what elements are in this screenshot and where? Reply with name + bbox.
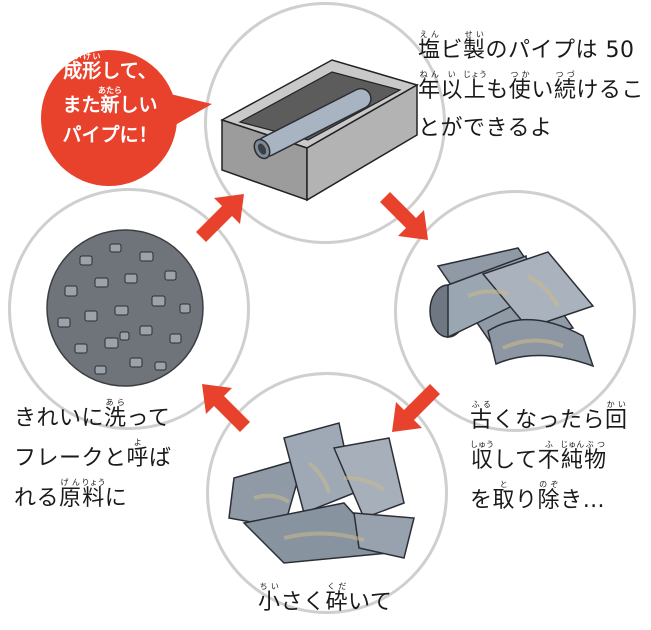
text-run: い <box>531 78 554 103</box>
text-run: り <box>515 488 538 513</box>
text-run: さく <box>280 590 326 615</box>
ruby-word: 収しゅう <box>470 440 494 474</box>
furigana: げん <box>59 478 82 487</box>
furigana: けい <box>82 52 102 61</box>
step-line: きれいに洗あらって <box>14 398 172 438</box>
old-pipes-illustration <box>429 247 595 368</box>
furigana: あたら <box>98 86 122 95</box>
furigana: じょう <box>463 70 488 79</box>
text-run: しい <box>119 94 158 116</box>
ruby-word: 続つづ <box>553 70 577 104</box>
step-line: とができるよ <box>418 110 644 148</box>
text-run: も <box>486 78 509 103</box>
ruby-word: 物ぶつ <box>584 440 607 474</box>
step-collect-text: 古ふるくなったら回かい 収しゅうして不ふ純じゅん物ぶつ を取とり除のぞき… <box>470 400 628 520</box>
text-run: ビ <box>440 38 464 63</box>
crushed-pieces-illustration <box>228 422 415 564</box>
bubble-message: 成せい形けいして、 また新あたらしい パイプに！ <box>42 52 178 150</box>
arrow-to-flakes <box>202 384 250 432</box>
text-run: いて <box>348 590 393 615</box>
arrow-to-crushed <box>392 384 440 432</box>
text-run: パイプに！ <box>62 124 158 146</box>
text-run: き… <box>560 488 606 513</box>
text-run: フレークと <box>14 446 127 471</box>
text-run: を <box>470 488 493 513</box>
text-run: けるこ <box>576 78 644 103</box>
furigana: せい <box>63 52 83 61</box>
ruby-word: 以い <box>440 70 464 104</box>
text-run: ば <box>149 446 172 471</box>
furigana: つづ <box>553 70 577 79</box>
arrow-to-collected <box>380 192 428 240</box>
ruby-word: 純じゅん <box>560 440 585 474</box>
furigana: い <box>440 70 464 79</box>
ruby-word: 洗あら <box>104 398 127 432</box>
ruby-word: 小ちい <box>258 582 281 616</box>
text-run: して、 <box>101 60 157 82</box>
bubble-line: パイプに！ <box>42 120 178 150</box>
furigana: りょう <box>81 478 106 487</box>
ruby-word: 回かい <box>605 400 628 434</box>
furigana: しゅう <box>470 440 494 449</box>
furigana: くだ <box>325 582 349 591</box>
furigana: かい <box>605 400 628 409</box>
ruby-word: 砕くだ <box>325 582 349 616</box>
furigana: ふる <box>470 400 493 409</box>
text-run: また <box>62 94 101 116</box>
step-line: 年ねん以い上じょうも使つかい続つづけるこ <box>418 70 644 110</box>
text-run: のパイプは 50 <box>485 38 635 63</box>
speech-bubble <box>41 50 212 186</box>
pvc-flakes-illustration <box>46 229 204 387</box>
text-run: くなったら <box>492 408 606 433</box>
ruby-word: 形けい <box>82 52 102 82</box>
ruby-word: 成せい <box>63 52 83 82</box>
ruby-word: 不ふ <box>537 440 561 474</box>
text-run: って <box>126 406 171 431</box>
arrow-to-mold <box>196 194 244 242</box>
ruby-word: 製せい <box>463 30 486 64</box>
text-run: して <box>493 448 538 473</box>
furigana: と <box>492 480 516 489</box>
step-mold-text: 塩えんビ製せいのパイプは 50 年ねん以い上じょうも使つかい続つづけるこ とがで… <box>418 30 644 148</box>
furigana: のぞ <box>537 480 561 489</box>
step-line: 塩えんビ製せいのパイプは 50 <box>418 30 644 70</box>
step-line: れる原げん料りょうに <box>14 478 172 518</box>
step-crush-text: 小ちいさく砕くだいて <box>258 582 392 622</box>
ruby-word: 除のぞ <box>537 480 561 514</box>
furigana: せい <box>463 30 486 39</box>
step-line: 収しゅうして不ふ純じゅん物ぶつ <box>470 440 628 480</box>
ruby-word: 新あたら <box>98 86 122 116</box>
furigana: えん <box>418 30 441 39</box>
text-run: きれいに <box>14 406 105 431</box>
step-line: 古ふるくなったら回かい <box>470 400 628 440</box>
bubble-line: 成せい形けいして、 <box>42 52 178 86</box>
text-run: れる <box>14 486 60 511</box>
furigana: あら <box>104 398 127 407</box>
ruby-word: 取と <box>492 480 516 514</box>
step-line: フレークと呼よば <box>14 438 172 478</box>
ruby-word: 上じょう <box>463 70 488 104</box>
furigana: ぶつ <box>584 440 607 449</box>
text-run: とができるよ <box>418 116 553 141</box>
furigana: ねん <box>418 70 441 79</box>
ruby-word: 塩えん <box>418 30 441 64</box>
ruby-word: 原げん <box>59 478 82 512</box>
ruby-word: 料りょう <box>81 478 106 512</box>
furigana: ふ <box>537 440 561 449</box>
ruby-word: 年ねん <box>418 70 441 104</box>
ruby-word: 古ふる <box>470 400 493 434</box>
step-wash-text: きれいに洗あらって フレークと呼よば れる原げん料りょうに <box>14 398 172 518</box>
furigana: ちい <box>258 582 281 591</box>
furigana: つか <box>508 70 532 79</box>
step-line: 小ちいさく砕くだいて <box>258 582 392 622</box>
ruby-word: 呼よ <box>126 438 150 472</box>
pipe-mold-illustration <box>220 59 419 202</box>
furigana: じゅん <box>560 440 585 449</box>
bubble-line: また新あたらしい <box>42 86 178 120</box>
ruby-word: 使つか <box>508 70 532 104</box>
furigana: よ <box>126 438 150 447</box>
step-line: を取とり除のぞき… <box>470 480 628 520</box>
text-run: に <box>104 486 128 511</box>
